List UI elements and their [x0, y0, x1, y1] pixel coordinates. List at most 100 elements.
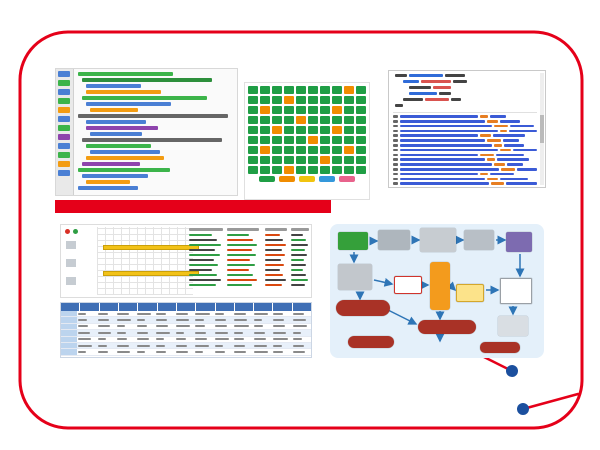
log-highlight — [501, 168, 515, 171]
status-cell — [272, 96, 282, 104]
cell-text — [97, 331, 112, 334]
table-cell — [155, 311, 175, 316]
table-cell — [175, 349, 195, 354]
status-cell — [356, 96, 366, 104]
mini-shape — [66, 241, 76, 249]
table-cell — [194, 343, 214, 348]
table-cell — [97, 311, 117, 316]
number-cell — [189, 269, 213, 271]
spreadsheet-screenshot — [60, 224, 312, 298]
status-cell — [248, 106, 258, 114]
cell-text — [214, 331, 228, 334]
flowchart-screenshot — [330, 224, 544, 358]
status-cell — [296, 156, 306, 164]
center-process-box — [430, 262, 450, 310]
table-cell — [97, 317, 117, 322]
cell-text — [214, 312, 225, 315]
barcode-image — [500, 278, 532, 304]
table-cell — [194, 324, 214, 329]
number-cell — [291, 249, 305, 251]
cell-text — [97, 325, 111, 328]
log-index — [393, 148, 398, 152]
log-highlight — [500, 148, 512, 152]
status-cell — [248, 86, 258, 94]
table-cell — [77, 317, 97, 322]
code-block — [82, 78, 212, 82]
data-table-screenshot — [60, 302, 312, 358]
cell-text — [97, 338, 106, 341]
number-cell — [291, 264, 307, 266]
status-cell — [320, 106, 330, 114]
table-cell — [155, 349, 175, 354]
status-cell — [320, 96, 330, 104]
table-cell — [233, 337, 253, 342]
table-cell — [116, 337, 136, 342]
cell-text — [117, 344, 129, 347]
table-cell — [97, 337, 117, 342]
number-cell — [227, 274, 254, 276]
cell-text — [234, 344, 246, 347]
number-cell — [189, 259, 214, 261]
table-cell — [77, 311, 97, 316]
code-line — [393, 80, 537, 83]
cell-text — [214, 344, 224, 347]
log-line — [393, 153, 537, 157]
cell-text — [214, 319, 226, 322]
source-box — [338, 232, 368, 250]
table-cell — [175, 337, 195, 342]
log-highlight — [487, 120, 498, 123]
status-cell — [284, 126, 294, 134]
table-cell — [272, 311, 292, 316]
status-cell — [356, 126, 366, 134]
log-line — [393, 182, 537, 185]
log-index — [393, 124, 398, 128]
column-header — [227, 228, 259, 231]
status-cell — [308, 106, 318, 114]
number-cell — [227, 249, 252, 251]
table-header-cell — [196, 303, 215, 311]
code-token — [433, 86, 451, 89]
log-index — [393, 172, 398, 176]
cell-text — [273, 319, 284, 322]
code-block — [86, 84, 141, 88]
code-block — [86, 144, 151, 148]
number-cell — [189, 274, 217, 276]
code-line — [393, 92, 537, 95]
table-cell — [272, 349, 292, 354]
table-cell — [214, 337, 234, 342]
status-cell — [260, 96, 270, 104]
number-cell — [291, 239, 306, 241]
number-cell — [265, 279, 286, 281]
printer-image — [498, 316, 528, 336]
number-cell — [265, 254, 285, 256]
number-cell — [189, 239, 217, 241]
status-cell — [308, 136, 318, 144]
number-cell — [227, 239, 253, 241]
table-header-cell — [254, 303, 273, 311]
log-text — [400, 172, 478, 176]
code-block — [86, 156, 164, 160]
table-cell — [175, 330, 195, 335]
number-cell — [189, 264, 219, 266]
code-block — [86, 102, 171, 106]
column-header — [189, 228, 223, 231]
cell-text — [78, 331, 90, 334]
log-line — [393, 124, 537, 128]
palette-block — [58, 107, 70, 113]
table-header-cell — [215, 303, 234, 311]
table-cell — [97, 343, 117, 348]
table-cell — [136, 337, 156, 342]
number-cell — [265, 269, 281, 271]
scrollbar-thumb — [540, 115, 544, 143]
block-canvas — [74, 69, 237, 195]
cell-text — [214, 338, 230, 341]
sheet-gridlines — [97, 227, 193, 295]
cell-text — [136, 331, 148, 334]
log-line — [393, 134, 537, 137]
palette-block — [58, 98, 70, 104]
cell-text — [292, 344, 304, 347]
status-cell — [356, 166, 366, 174]
cell-text — [195, 319, 204, 322]
code-line — [393, 104, 537, 107]
cell-text — [136, 319, 146, 322]
